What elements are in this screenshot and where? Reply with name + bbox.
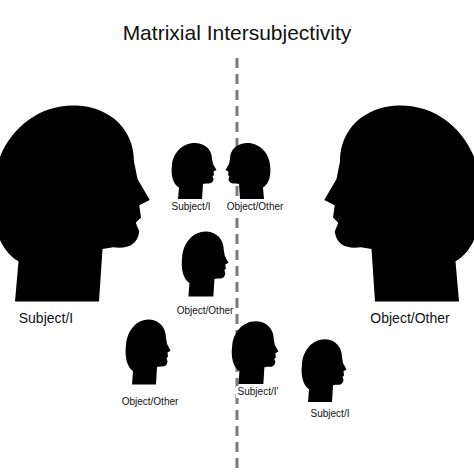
head-label: Subject/I (170, 201, 213, 213)
head-silhouette (324, 105, 474, 301)
head-silhouette (302, 339, 347, 402)
divider-line (236, 58, 239, 474)
head-silhouette (126, 319, 171, 384)
diagram-title: Matrixial Intersubjectivity (121, 21, 354, 45)
head-silhouette (172, 143, 217, 199)
head-label: Subject/I (309, 408, 352, 420)
head-label: Object/Other (225, 201, 286, 213)
head-silhouette (226, 143, 271, 199)
head-label: Subject/I' (236, 386, 281, 398)
head-label: Object/Other (175, 305, 236, 317)
head-label: Subject/I (17, 310, 75, 326)
head-silhouette (182, 231, 229, 296)
head-silhouette (0, 105, 150, 301)
head-label: Object/Other (368, 310, 451, 326)
head-silhouette (232, 321, 279, 384)
head-label: Object/Other (120, 396, 181, 408)
